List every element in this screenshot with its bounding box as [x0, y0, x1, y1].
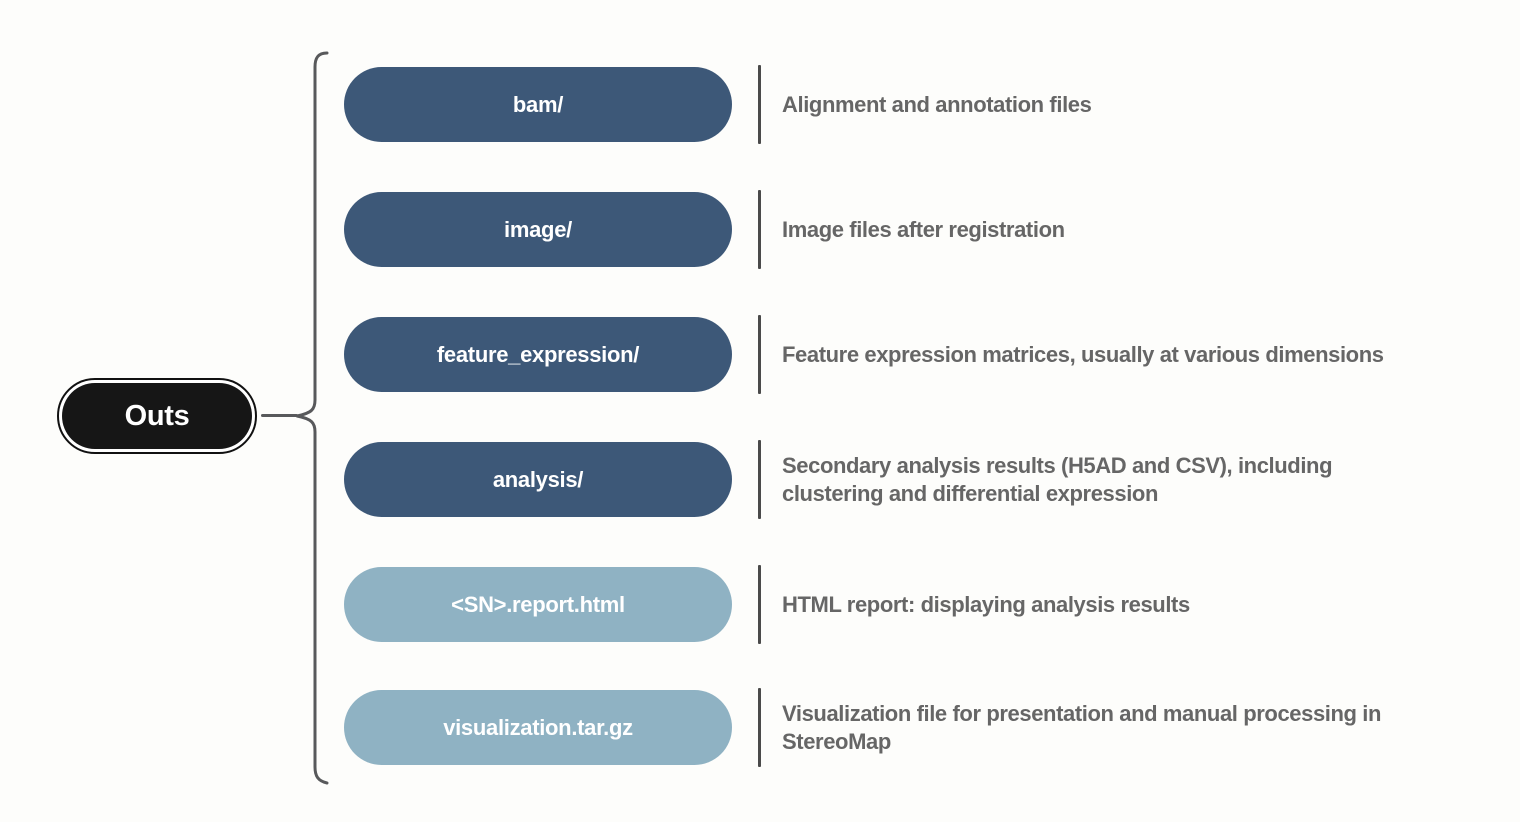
node-pill-feature-expression: feature_expression/: [344, 317, 732, 392]
separator-bar: [758, 315, 761, 394]
node-label: <SN>.report.html: [451, 591, 625, 617]
separator-bar: [758, 65, 761, 144]
root-node-pill: Outs: [62, 383, 252, 449]
node-pill-analysis: analysis/: [344, 442, 732, 517]
node-pill-report-html: <SN>.report.html: [344, 567, 732, 642]
node-description: Feature expression matrices, usually at …: [782, 341, 1384, 367]
diagram-row-bam: bam/ Alignment and annotation files: [0, 65, 1520, 144]
node-label: feature_expression/: [436, 341, 640, 367]
diagram-row-report-html: <SN>.report.html HTML report: displaying…: [0, 565, 1520, 644]
node-label: image/: [504, 216, 572, 242]
diagram-row-analysis: analysis/ Secondary analysis results (H5…: [0, 440, 1520, 519]
curly-brace: [295, 51, 329, 785]
node-description: Visualization file for presentation and …: [782, 700, 1382, 754]
node-pill-image: image/: [344, 192, 732, 267]
node-description: Alignment and annotation files: [782, 91, 1092, 117]
node-label: bam/: [512, 91, 564, 117]
root-connector-line: [261, 414, 298, 417]
diagram-row-image: image/ Image files after registration: [0, 190, 1520, 269]
diagram-row-visualization: visualization.tar.gz Visualization file …: [0, 688, 1520, 767]
node-pill-bam: bam/: [344, 67, 732, 142]
separator-bar: [758, 688, 761, 767]
separator-bar: [758, 190, 761, 269]
node-description: HTML report: displaying analysis results: [782, 591, 1190, 617]
node-label: visualization.tar.gz: [443, 714, 633, 740]
node-label: analysis/: [492, 466, 584, 492]
root-node-label: Outs: [124, 399, 190, 432]
node-pill-visualization: visualization.tar.gz: [344, 690, 732, 765]
node-description: Secondary analysis results (H5AD and CSV…: [782, 452, 1333, 506]
node-description: Image files after registration: [782, 216, 1065, 242]
separator-bar: [758, 440, 761, 519]
separator-bar: [758, 565, 761, 644]
root-node-outs: Outs: [57, 378, 257, 454]
diagram-row-feature-expression: feature_expression/ Feature expression m…: [0, 315, 1520, 394]
